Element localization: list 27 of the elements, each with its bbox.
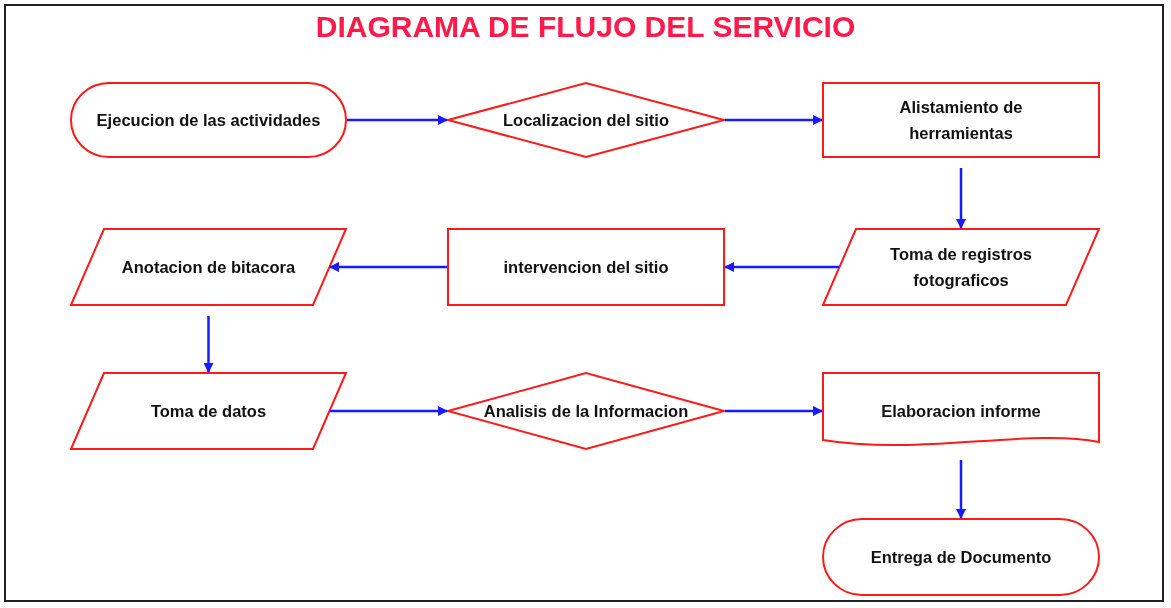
node-text: intervencion del sitio	[503, 256, 669, 278]
node-text: Alistamiento de herramientas	[898, 96, 1024, 144]
process-box	[822, 82, 1100, 158]
flow-arrow	[956, 460, 966, 519]
node-text: Toma de datos	[150, 400, 267, 422]
decision-diamond	[447, 372, 725, 450]
flow-arrow	[330, 406, 448, 416]
flow-arrow	[725, 406, 823, 416]
decision-diamond	[447, 82, 725, 158]
flow-arrow	[347, 115, 448, 125]
node-text: Anotacion de bitacora	[121, 256, 296, 278]
flow-arrow	[724, 262, 839, 272]
flow-arrow	[725, 115, 823, 125]
node-text: Elaboracion informe	[881, 400, 1041, 422]
process-box	[447, 228, 725, 306]
node-text: Ejecucion de las actividades	[96, 109, 321, 131]
node-text: Localizacion del sitio	[503, 109, 669, 131]
node-text: Entrega de Documento	[870, 546, 1052, 568]
flow-arrow	[329, 262, 447, 272]
node-text: Analisis de la Informacion	[483, 400, 689, 422]
node-text: Toma de registros fotograficos	[889, 243, 1033, 291]
flow-arrow	[203, 316, 214, 373]
flow-arrow	[956, 168, 966, 229]
data-parallelogram	[70, 372, 347, 450]
diagram-title: DIAGRAMA DE FLUJO DEL SERVICIO	[314, 10, 857, 44]
data-parallelogram	[822, 228, 1100, 306]
data-parallelogram	[70, 228, 347, 306]
